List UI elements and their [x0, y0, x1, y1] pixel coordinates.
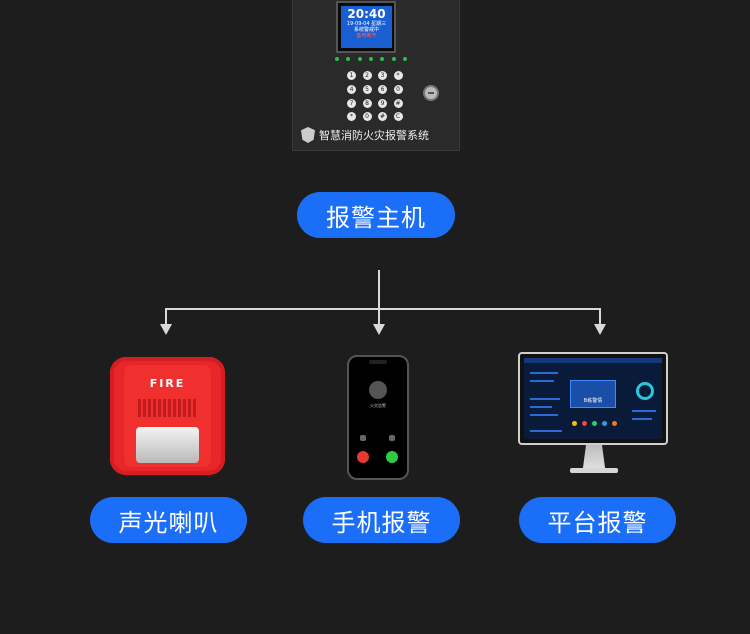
keypad-key[interactable]: 5	[362, 84, 372, 94]
accept-call-icon	[386, 451, 398, 463]
arrow-down-icon	[373, 324, 385, 335]
keypad-key[interactable]: 3	[378, 71, 387, 80]
alarm-control-panel: 20:40 19-09-04 星期三 系统警戒中 备电断开 1 2 3 * 4 …	[292, 0, 460, 151]
output-pill-speaker: 声光喇叭	[90, 497, 247, 543]
keypad-key[interactable]: 9	[378, 98, 387, 108]
lcd-power: 备电断开	[356, 33, 377, 39]
host-label-pill: 报警主机	[297, 192, 455, 238]
speaker-fire-text: FIRE	[149, 377, 186, 390]
lcd-date: 19-09-04 星期三	[346, 21, 387, 27]
keypad-key[interactable]: 7	[347, 98, 356, 108]
connector-left	[165, 308, 167, 324]
output-label: 声光喇叭	[118, 508, 219, 537]
gauge-icon	[636, 382, 654, 400]
caller-avatar	[369, 381, 387, 399]
arrow-down-icon	[594, 324, 606, 335]
monitor-alert: B栋警情	[570, 380, 616, 408]
keypad-key[interactable]: 8	[362, 98, 372, 108]
fire-speaker-icon: FIRE	[110, 357, 225, 475]
panel-title: 智慧消防火灾报警系统	[301, 126, 453, 144]
output-label: 平台报警	[547, 508, 648, 537]
key-lock-icon	[423, 85, 439, 101]
monitor-platform-icon: B栋警情	[518, 352, 668, 445]
output-label: 手机报警	[331, 508, 432, 537]
keypad-key[interactable]: 4	[347, 84, 356, 94]
connector-middle	[378, 308, 380, 324]
keypad-key[interactable]: 2	[362, 71, 372, 80]
phone-call-icon: 火灾告警	[347, 355, 409, 480]
connector-right	[599, 308, 601, 324]
output-pill-platform: 平台报警	[519, 497, 676, 543]
arrow-down-icon	[160, 324, 172, 335]
host-label: 报警主机	[326, 203, 426, 232]
keypad-key[interactable]: *	[347, 112, 356, 122]
caller-name: 火灾告警	[370, 403, 386, 408]
connector-trunk	[378, 270, 380, 309]
keypad-key[interactable]: 1	[347, 71, 356, 80]
keypad-key[interactable]: 6	[378, 84, 387, 94]
keypad-key[interactable]: 0	[393, 84, 403, 94]
keypad-key[interactable]: *	[393, 71, 403, 80]
monitor-stand	[582, 445, 606, 469]
indicator-leds	[335, 57, 407, 65]
panel-lcd-screen: 20:40 19-09-04 星期三 系统警戒中 备电断开	[336, 1, 396, 53]
connector-horizontal	[165, 308, 601, 310]
keypad-key[interactable]: #	[378, 112, 387, 122]
panel-keypad: 1 2 3 * 4 5 6 0 7 8 9 # * 0 # C	[347, 71, 409, 123]
output-pill-phone: 手机报警	[303, 497, 460, 543]
monitor-base	[570, 468, 618, 473]
monitor-alert-text: B栋警情	[583, 398, 603, 404]
lcd-status: 系统警戒中	[353, 27, 379, 33]
fire-badge-icon	[301, 127, 315, 143]
lcd-time: 20:40	[347, 7, 386, 21]
decline-call-icon	[357, 451, 369, 463]
panel-title-text: 智慧消防火灾报警系统	[319, 129, 429, 142]
keypad-key[interactable]: C	[393, 112, 403, 122]
keypad-key[interactable]: #	[393, 98, 403, 108]
keypad-key[interactable]: 0	[362, 112, 372, 122]
